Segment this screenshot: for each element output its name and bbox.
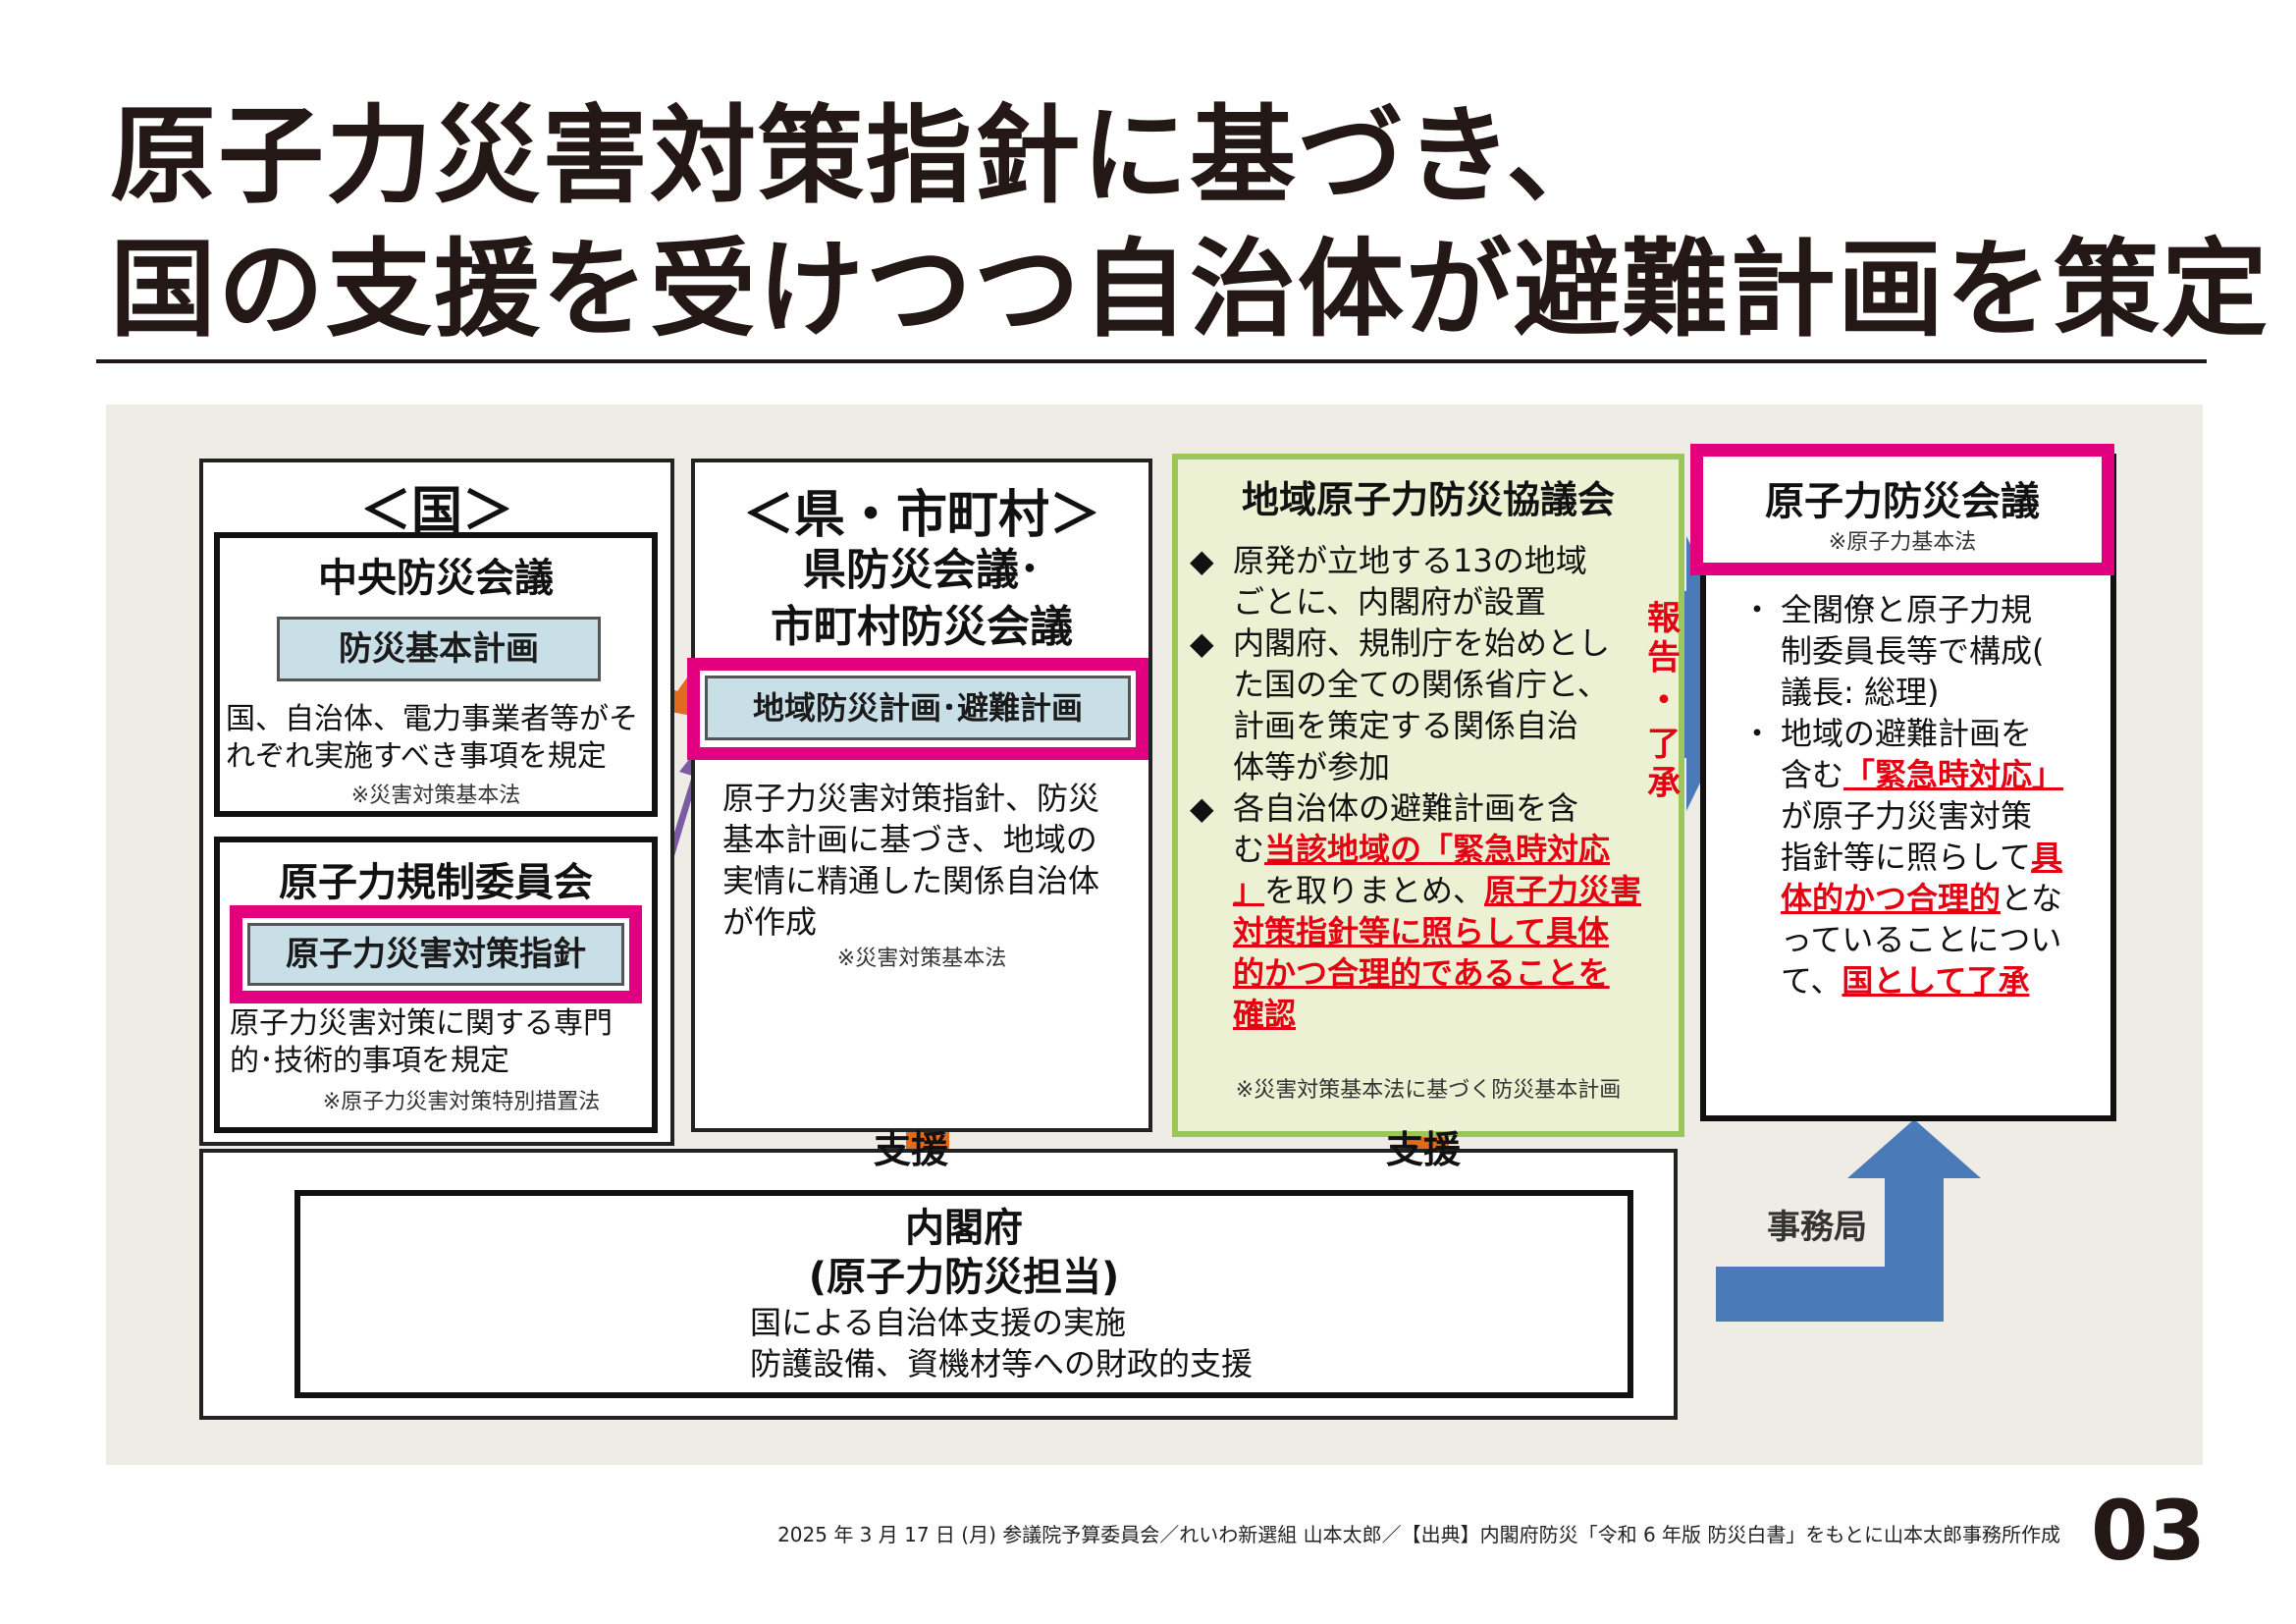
title-divider [96,359,2207,363]
kaigi-p2-line-6: っていることについ [1781,921,2062,958]
chuo-desc-line-1: 国、自治体、電力事業者等がそ [226,702,638,736]
chiiki-b3-line-2: む当該地域の「緊急時対応 [1233,829,1681,870]
naikakufu-title: 内閣府 (原子力防災担当) [294,1204,1633,1302]
chiiki-b3-text-2: を取りまとめ、 [1264,872,1485,909]
chiiki-b3-line-3: 」を取りまとめ、原子力災害 [1233,870,1681,911]
chiiki-b3-red-5: 的かつ合理的であることを [1233,954,1610,992]
kaigi-p2-line-7: て、国として了承 [1781,960,2116,1001]
chiiki-b3-red-2: 」 [1233,872,1265,909]
naikakufu-box [294,1190,1633,1398]
chiiki-b3-red-1: 当該地域の「緊急時対応 [1264,831,1611,868]
bosai-kihon-keikaku-label: 防災基本計画 [277,617,601,681]
hokoku-text: 報告 [1647,599,1681,677]
ken-header: ＜県・市町村＞ [742,486,1100,545]
chiiki-kyogikai-title: 地域原子力防災協議会 [1241,478,1615,521]
jimukyoku-label: 事務局 [1767,1208,1867,1247]
nra-desc: 原子力災害対策に関する専門 的･技術的事項を規定 [230,1005,658,1080]
kaigi-p1-line-3: 議長: 総理) [1781,674,1940,711]
kaigi-p2-line-1: 地域の避難計画を [1781,715,2033,752]
chiiki-bullet-1: 原発が立地する13の地域 ごとに、内閣府が設置 [1190,540,1681,623]
kaigi-p2-red-2: 具 [2031,839,2063,876]
nra-title: 原子力規制委員会 [279,860,593,905]
kaigi-p2-text: 含む [1781,756,1844,793]
ken-desc-line-3: 実情に精通した関係自治体 [722,862,1100,899]
genshiryoku-shishin-label: 原子力災害対策指針 [247,923,624,986]
chiiki-b3-red-6: 確認 [1233,996,1297,1033]
chiiki-b2-line-3: 計画を策定する関係自治 [1233,707,1579,744]
naikakufu-title-line: 内閣府 [905,1206,1023,1251]
kaigi-point-1: 全閣僚と原子力規 制委員長等で構成( 議長: 総理) [1741,589,2116,713]
title-line-1: 原子力災害対策指針に基づき、 [110,95,1615,218]
ken-desc-line-4: が作成 [722,903,818,941]
kaigi-title-highlight [1690,444,2114,575]
kaigi-p2-red-1: 「緊急時対応」 [1843,756,2064,793]
hokoku-ryosho-label: 報告 ・ 了承 [1639,599,1688,803]
naikakufu-desc-line-2: 防護設備、資機材等への財政的支援 [750,1345,1254,1382]
hokoku-dot: ・ [1645,680,1682,721]
kaigi-point-2: 地域の避難計画を 含む「緊急時対応」 が原子力災害対策 指針等に照らして具 体的… [1741,713,2116,1001]
naikakufu-desc: 国による自治体支援の実施 防護設備、資機材等への財政的支援 [750,1302,1437,1384]
kuni-header: ＜国＞ [359,482,513,541]
shien-label-1: 支援 [874,1128,949,1171]
title-line-2: 国の支援を受けつつ自治体が避難計画を策定 [110,229,2270,352]
kaigi-p2-line-5: 体的かつ合理的とな [1781,878,2116,919]
nra-desc-line-2: 的･技術的事項を規定 [230,1044,509,1078]
ken-law: ※災害対策基本法 [836,947,1007,971]
ryosho-text: 了承 [1647,725,1681,803]
chiiki-b3-line-1: 各自治体の避難計画を含 [1233,789,1579,827]
kaigi-p2-text-3: とな [2001,880,2063,917]
kaigi-p2-red-3: 体的かつ合理的 [1781,880,2002,917]
chiiki-kyogikai-law: ※災害対策基本法に基づく防災基本計画 [1235,1078,1622,1103]
shishin-highlight [230,905,642,1003]
chiiki-b1-line-2: ごとに、内閣府が設置 [1233,583,1547,621]
kaigi-p2-text-4: て、 [1781,962,1842,1000]
chiiki-keikaku-highlight [687,658,1148,760]
ken-desc-line-1: 原子力災害対策指針、防災 [722,780,1100,817]
chiiki-b2-line-1: 内閣府、規制庁を始めとし [1233,624,1611,662]
chuo-desc-line-2: れぞれ実施すべき事項を規定 [226,739,607,774]
kaigi-title: 原子力防災会議 [1765,479,2040,524]
nra-law: ※原子力災害対策特別措置法 [322,1090,601,1114]
footer-source: 2025 年 3 月 17 日 (月) 参議院予算委員会／れいわ新選組 山本太郎… [777,1523,2060,1546]
chiiki-bullet-3: 各自治体の避難計画を含 む当該地域の「緊急時対応 」を取りまとめ、原子力災害 対… [1190,787,1681,1035]
chiiki-bosai-keikaku-label: 地域防災計画･避難計画 [705,676,1131,740]
chiiki-b3-red-3: 原子力災害 [1484,872,1642,909]
kaigi-p2-red-4: 国として了承 [1842,962,2030,1000]
chiiki-b1-line-1: 原発が立地する13の地域 [1233,542,1587,579]
jimukyoku-arrow [1716,1119,1981,1322]
page-number: 03 [2091,1483,2206,1579]
chiiki-kyogikai-bullets: 原発が立地する13の地域 ごとに、内閣府が設置 内閣府、規制庁を始めとし た国の… [1190,540,1681,1035]
kaigi-p1-line-2: 制委員長等で構成( [1781,632,2045,670]
kaigi-law: ※原子力基本法 [1828,530,1977,555]
chiiki-b3-red-4: 対策指針等に照らして具体 [1233,913,1610,950]
chuo-bosai-desc: 国、自治体、電力事業者等がそ れぞれ実施すべき事項を規定 [226,701,658,776]
ken-title-line-2: 市町村防災会議 [771,602,1073,652]
chiiki-bullet-2: 内閣府、規制庁を始めとし た国の全ての関係省庁と、 計画を策定する関係自治 体等… [1190,623,1681,787]
ken-desc-line-2: 基本計画に基づき、地域の [722,821,1097,858]
ken-desc: 原子力災害対策指針、防災 基本計画に基づき、地域の 実情に精通した関係自治体 が… [722,778,1135,943]
chiiki-b3-text: む [1233,831,1265,868]
page-title: 原子力災害対策指針に基づき、 国の支援を受けつつ自治体が避難計画を策定 [110,90,2269,357]
chiiki-b2-line-2: た国の全ての関係省庁と、 [1233,666,1609,703]
kaigi-p2-line-3: が原子力災害対策 [1781,797,2033,835]
kaigi-points: 全閣僚と原子力規 制委員長等で構成( 議長: 総理) 地域の避難計画を 含む「緊… [1741,589,2116,1001]
kaigi-p1-line-1: 全閣僚と原子力規 [1781,591,2033,628]
ken-box [691,459,1152,1132]
naikakufu-desc-line-1: 国による自治体支援の実施 [750,1304,1127,1341]
kaigi-p2-line-2: 含む「緊急時対応」 [1781,754,2116,795]
ken-title-line-1: 県防災会議･ [803,545,1041,595]
naikakufu-sub-line: (原子力防災担当) [808,1255,1120,1300]
ken-title: 県防災会議･ 市町村防災会議 [691,542,1152,656]
kaigi-p2-text-2: 指針等に照らして [1781,839,2032,876]
chiiki-b2-line-4: 体等が参加 [1233,748,1391,785]
nra-desc-line-1: 原子力災害対策に関する専門 [230,1006,613,1041]
chuo-bosai-title: 中央防災会議 [318,556,554,601]
chuo-bosai-law: ※災害対策基本法 [350,784,521,808]
kaigi-p2-line-4: 指針等に照らして具 [1781,837,2116,878]
shien-label-2: 支援 [1386,1128,1462,1171]
